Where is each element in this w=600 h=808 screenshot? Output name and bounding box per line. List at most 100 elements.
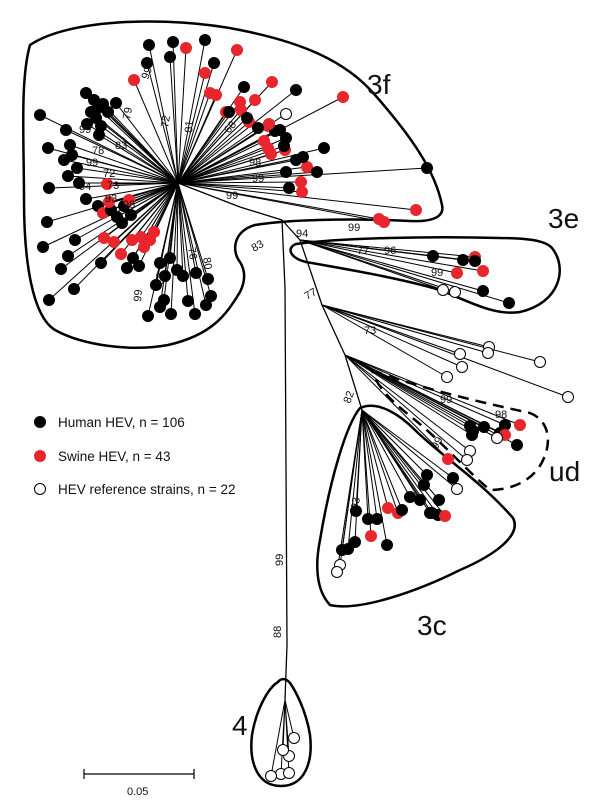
bootstrap-value: 99	[252, 173, 264, 185]
clade-label-3e: 3e	[548, 203, 579, 234]
clade-4-outline	[250, 677, 312, 788]
bootstrap-values: 99 79 72 81 68 99 78 83 99 72 73 94 93 9…	[79, 65, 507, 638]
leaf-branch	[67, 175, 179, 184]
leaf-branch	[321, 304, 541, 363]
human-strain-marker	[80, 193, 92, 205]
human-strain-marker	[241, 112, 253, 124]
human-strain-marker	[381, 539, 393, 551]
bootstrap-value: 99	[440, 394, 452, 406]
human-strain-marker	[177, 270, 189, 282]
bootstrap-value: 99	[86, 157, 98, 169]
leaf-branch	[177, 182, 189, 302]
human-strain-marker	[414, 494, 426, 506]
swine-strain-marker	[180, 42, 192, 54]
swine-strain-marker	[382, 502, 394, 514]
leaf-branch	[280, 699, 286, 775]
swine-strain-marker	[439, 510, 451, 522]
human-strain-marker	[37, 241, 49, 253]
leaf-branch	[172, 41, 179, 184]
human-strain-marker	[427, 250, 439, 262]
human-strain-marker	[447, 472, 459, 484]
leaf-branch	[177, 182, 380, 220]
leaf-branch	[344, 354, 506, 426]
human-strain-marker	[189, 308, 201, 320]
leaf-branch	[76, 167, 179, 184]
leaf-branch	[270, 699, 286, 777]
leaf-branch	[344, 354, 471, 452]
human-strain-marker	[34, 109, 46, 121]
bootstrap-value: 99	[226, 190, 238, 202]
leaf-branch	[97, 107, 179, 184]
leaf-branch	[321, 304, 463, 368]
leaf-branch	[177, 39, 206, 184]
human-strain-marker	[290, 84, 302, 96]
human-strain-marker	[64, 139, 76, 151]
human-strain-marker	[125, 209, 137, 221]
bootstrap-value: 77	[303, 286, 320, 303]
bootstrap-value: 88	[272, 626, 284, 638]
legend: Human HEV, n = 106 Swine HEV, n = 43 HEV…	[34, 415, 235, 497]
leaf-branch	[321, 304, 489, 354]
leaf-branch	[100, 182, 179, 264]
human-strain-marker	[252, 122, 264, 134]
scale-bar-label: 0.05	[127, 786, 148, 798]
leaf-branch	[361, 409, 389, 509]
human-strain-marker	[62, 250, 74, 262]
leaf-branch	[177, 156, 304, 184]
swine-strain-marker	[128, 74, 140, 86]
human-strain-marker	[165, 308, 177, 320]
clade-label-3f: 3f	[367, 69, 391, 100]
bootstrap-value: 94	[79, 181, 91, 193]
human-strain-marker	[154, 257, 166, 269]
human-strain-marker	[202, 273, 214, 285]
human-strain-marker	[371, 513, 383, 525]
human-strain-marker	[41, 216, 53, 228]
leaf-branch	[177, 121, 250, 184]
swine-strain-marker	[199, 67, 211, 79]
human-strain-marker	[280, 166, 292, 178]
swine-strain-marker	[263, 118, 275, 130]
human-strain-marker	[511, 439, 523, 451]
human-strain-marker	[349, 536, 361, 548]
leaf-branch	[85, 182, 179, 200]
leaf-branch	[107, 111, 179, 184]
reference-strain-marker	[288, 732, 300, 744]
leaf-branch	[69, 144, 179, 184]
leaf-branch	[361, 409, 399, 514]
leaf-markers	[34, 34, 574, 782]
reference-strain-marker	[456, 361, 468, 373]
leaf-branch	[177, 171, 287, 184]
leaf-branch	[146, 62, 179, 184]
swine-strain-marker	[138, 241, 150, 253]
human-strain-marker	[141, 57, 153, 69]
swine-strain-marker	[365, 530, 377, 542]
reference-strain-marker	[449, 286, 461, 298]
swine-strain-marker	[108, 236, 120, 248]
human-strain-marker	[283, 182, 295, 194]
swine-strain-marker	[148, 226, 160, 238]
leaf-branch	[344, 354, 506, 436]
human-strain-marker	[421, 469, 433, 481]
human-strain-marker	[200, 299, 212, 311]
bootstrap-value: 99	[132, 289, 145, 302]
swine-strain-marker	[235, 104, 247, 116]
leaf-branch	[177, 72, 206, 184]
human-strain-marker	[58, 154, 70, 166]
bootstrap-value: 99	[431, 267, 443, 279]
leaf-branch	[177, 89, 297, 184]
leaf-branch	[361, 409, 428, 476]
bootstrap-value: 83	[115, 140, 127, 152]
human-strain-marker	[150, 279, 162, 291]
human-strain-marker	[81, 118, 93, 130]
legend-human-label: Human HEV, n = 106	[58, 415, 185, 430]
reference-strain-marker	[441, 371, 453, 383]
reference-strain-marker	[283, 767, 295, 779]
human-strain-marker	[55, 263, 67, 275]
leaf-branch	[177, 182, 207, 306]
human-strain-marker	[404, 491, 416, 503]
reference-strain-marker	[482, 347, 494, 359]
leaf-branch	[159, 182, 179, 308]
bootstrap-value: 99	[348, 222, 360, 234]
leaf-branch	[321, 304, 569, 398]
